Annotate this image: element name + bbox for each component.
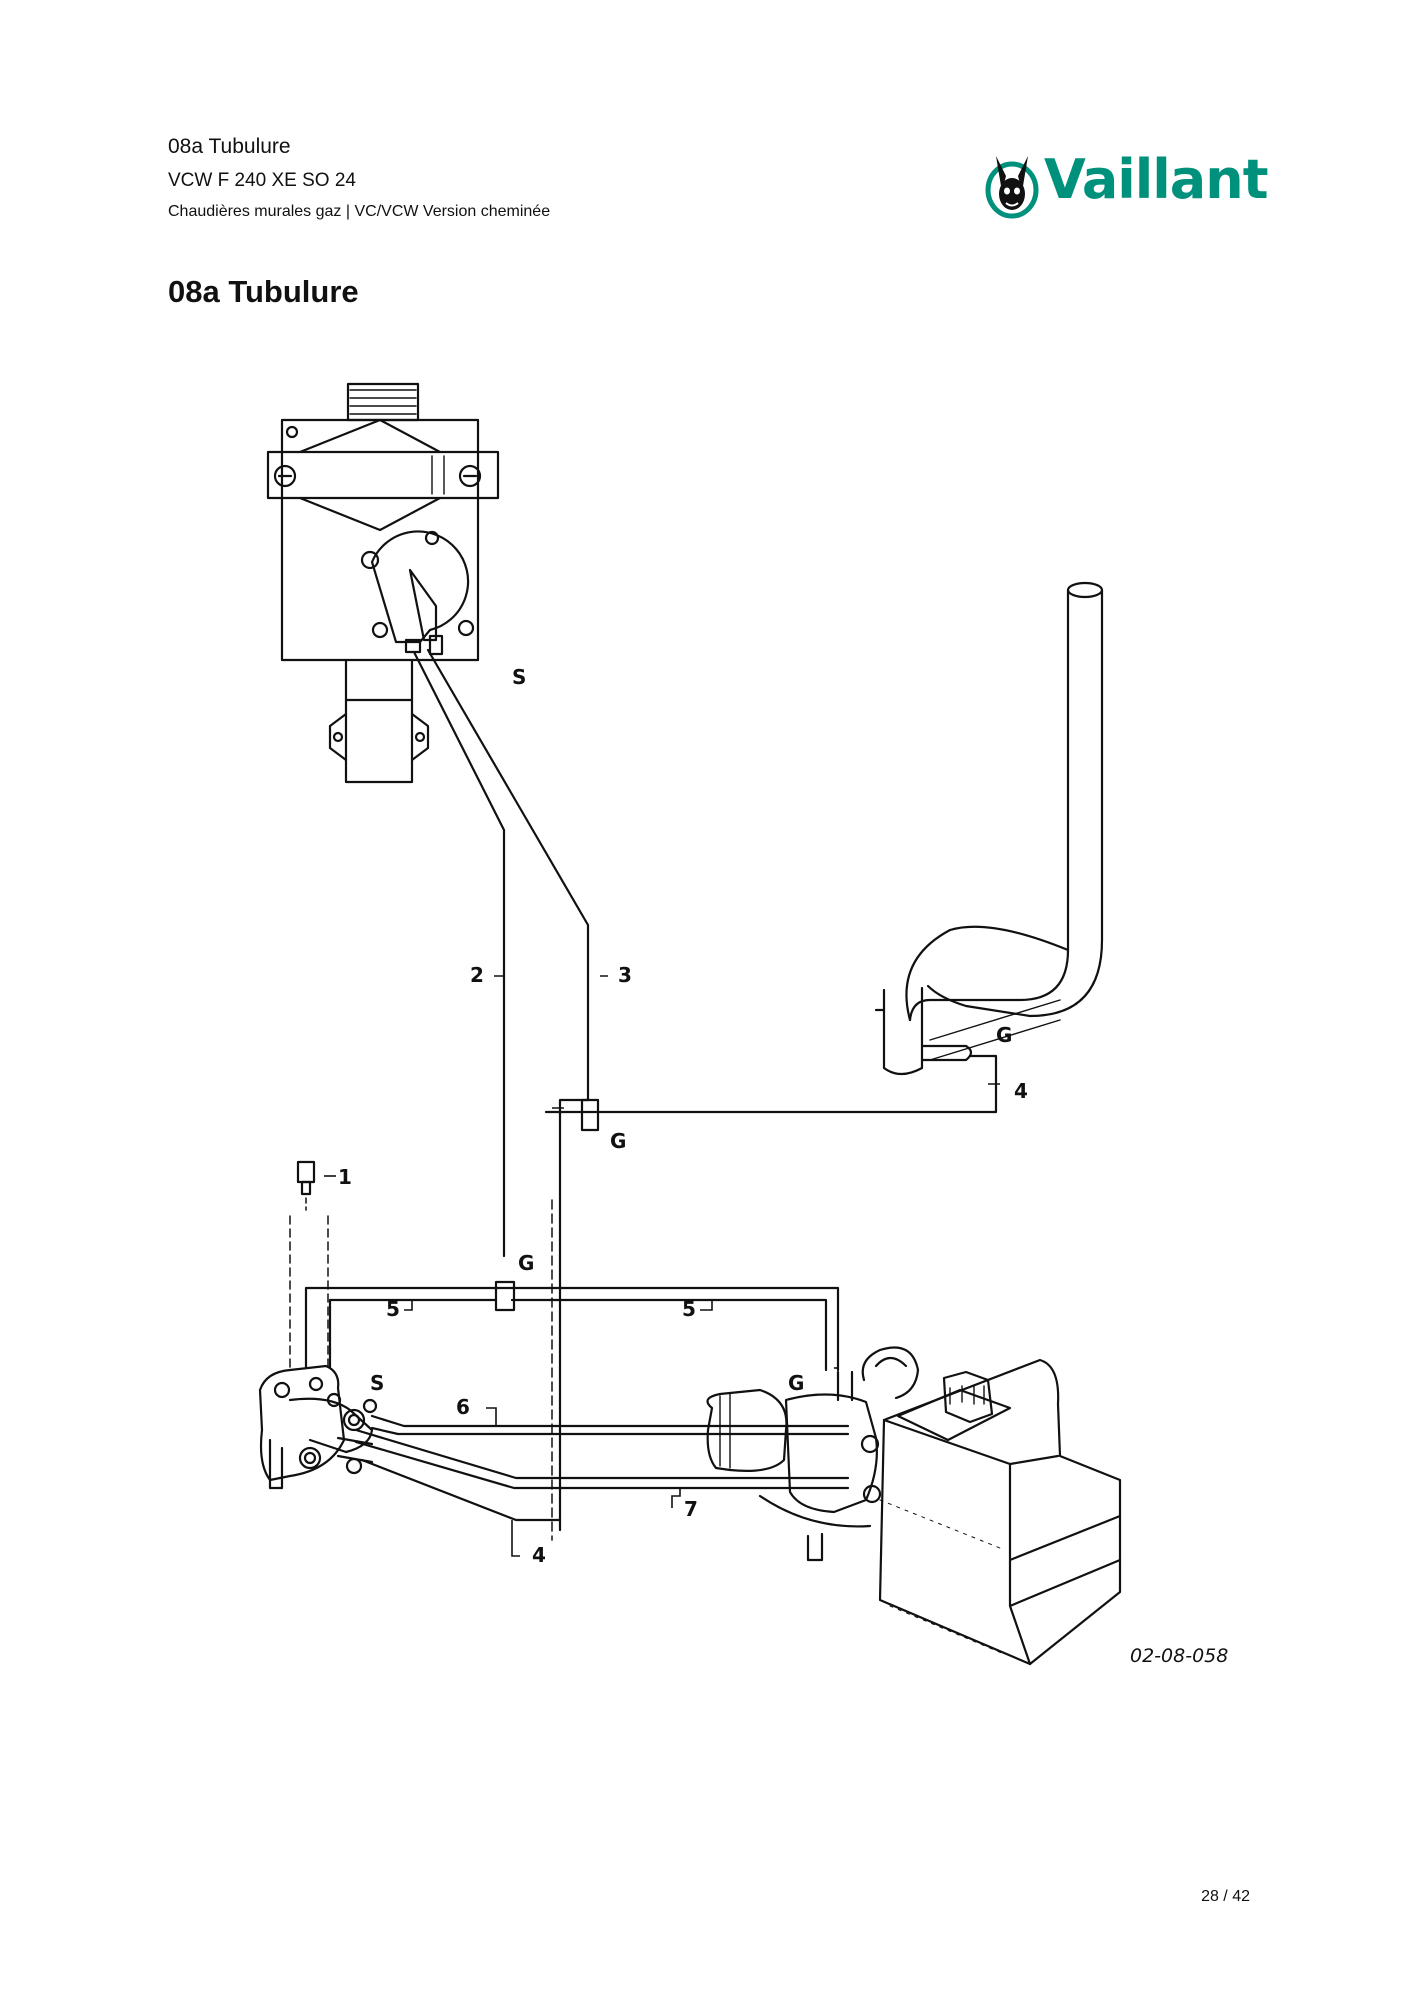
- label-3: 3: [618, 963, 632, 987]
- vaillant-logo: Vaillant: [982, 146, 1269, 222]
- gas-valve-block: [266, 382, 500, 784]
- label-g-right: G: [996, 1023, 1012, 1047]
- label-g-tee-lower: G: [518, 1251, 534, 1275]
- label-4-right: 4: [1014, 1079, 1028, 1103]
- label-5-left: 5: [386, 1297, 400, 1321]
- header-section: 08a Tubulure: [168, 135, 291, 158]
- label-6: 6: [456, 1395, 470, 1419]
- hare-logo-icon: [985, 156, 1039, 219]
- logo-wordmark: Vaillant: [1044, 148, 1269, 211]
- label-s-left: S: [370, 1371, 384, 1395]
- page-title: 08a Tubulure: [168, 274, 359, 309]
- label-1: 1: [338, 1165, 352, 1189]
- label-4-bottom: 4: [532, 1543, 546, 1567]
- label-7: 7: [684, 1497, 698, 1521]
- diagram-reference: 02-08-058: [1130, 1645, 1228, 1667]
- flue-pipe: [874, 581, 1104, 1076]
- nipple-part-1: [289, 1160, 329, 1369]
- header-category: Chaudières murales gaz | VC/VCW Version …: [168, 203, 551, 220]
- label-g-pump: G: [788, 1371, 804, 1395]
- left-fitting-block: [258, 1364, 378, 1490]
- document-header: 08a Tubulure VCW F 240 XE SO 24 Chaudièr…: [168, 136, 550, 220]
- header-model: VCW F 240 XE SO 24: [168, 170, 356, 191]
- label-s-top: S: [512, 665, 526, 689]
- page-number: 28 / 42: [1201, 1888, 1250, 1905]
- pump-assembly: [706, 1346, 1122, 1666]
- label-2: 2: [470, 963, 484, 987]
- label-g-tee-upper: G: [610, 1129, 626, 1153]
- label-5-right: 5: [682, 1297, 696, 1321]
